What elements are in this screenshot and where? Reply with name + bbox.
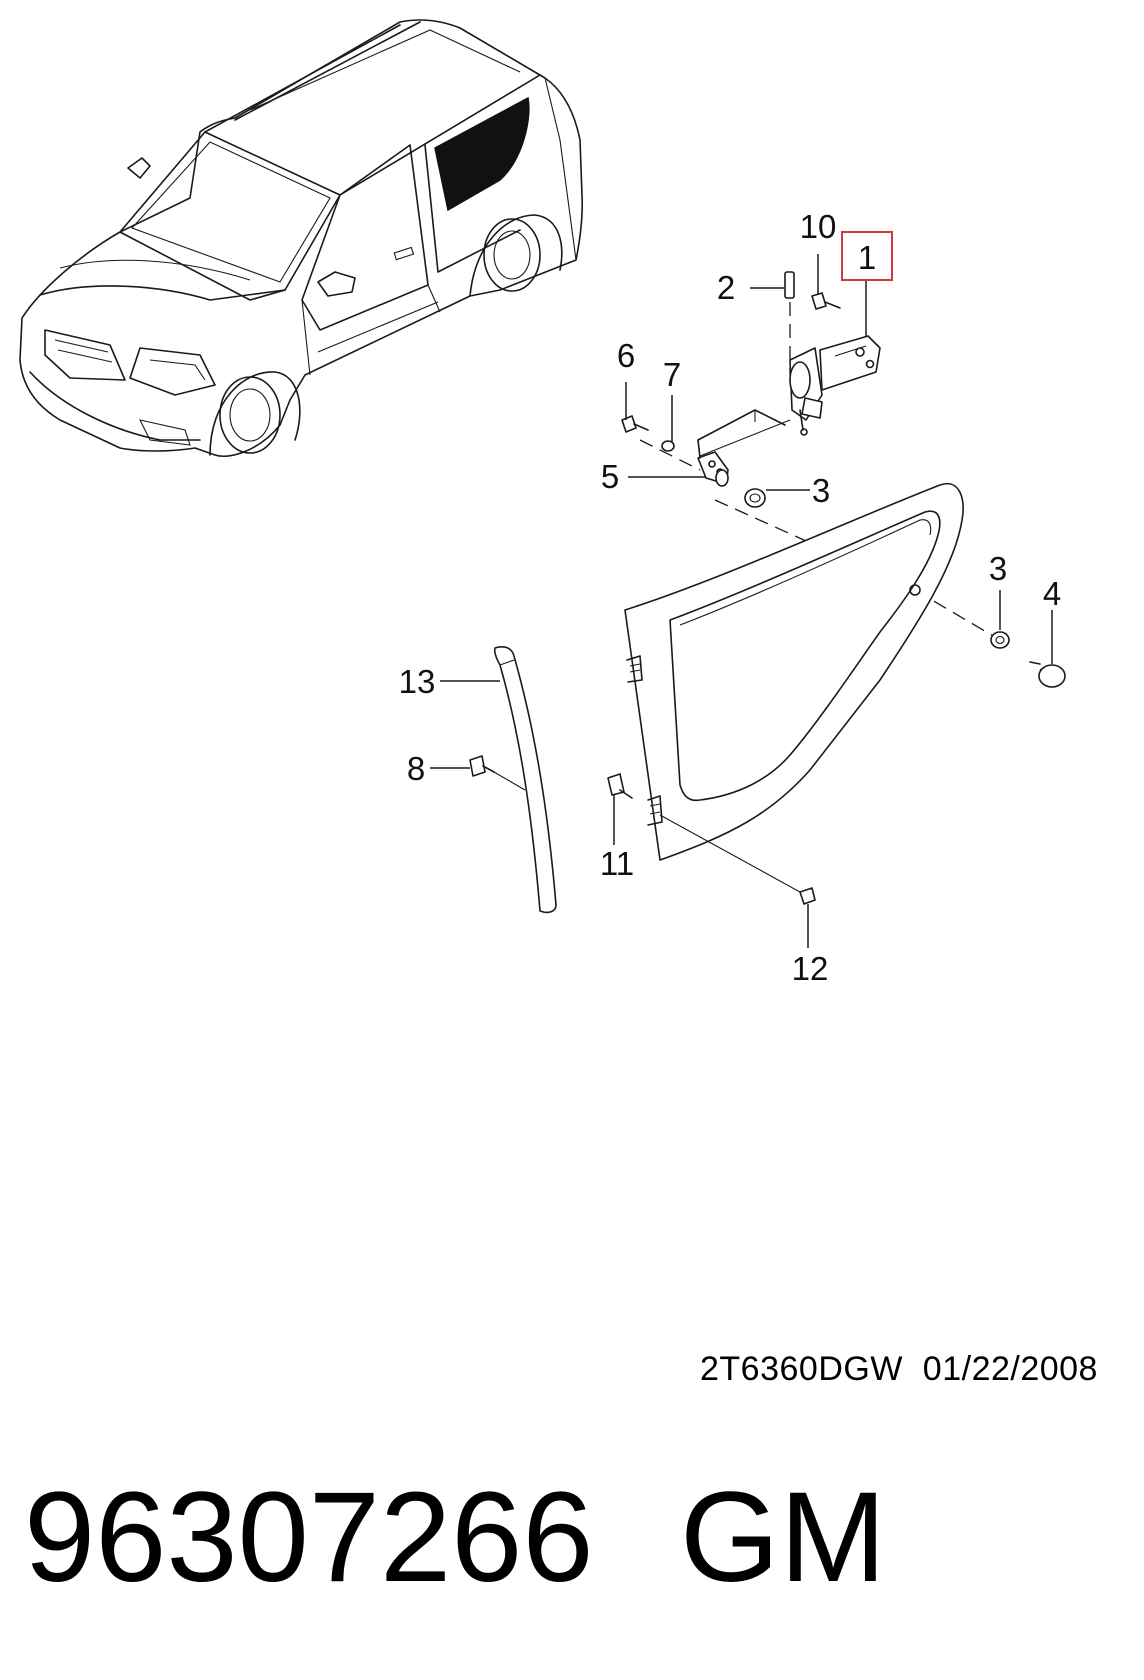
callout-11[interactable]: 11	[600, 845, 634, 882]
callout-10[interactable]: 10	[800, 208, 837, 245]
part-4-cap-nut	[1029, 661, 1066, 688]
part-11-clip	[607, 773, 633, 799]
callout-6[interactable]: 6	[617, 337, 635, 374]
part-10-screw	[811, 292, 841, 310]
assembly-line	[639, 439, 701, 471]
part-5-bracket	[697, 451, 729, 487]
callout-1[interactable]: 1	[858, 239, 876, 276]
callout-3-upper[interactable]: 3	[812, 472, 830, 509]
callout-1-highlight-box	[841, 231, 893, 281]
callout-8[interactable]: 8	[407, 750, 425, 787]
part-3-grommet-lower	[990, 631, 1010, 649]
callout-7[interactable]: 7	[663, 356, 681, 393]
part-12-screw	[659, 814, 816, 905]
brand-name: GM	[680, 1466, 887, 1609]
callout-13[interactable]: 13	[399, 663, 436, 700]
callout-5[interactable]: 5	[601, 458, 619, 495]
drawing-code: 2T6360DGW 01/22/2008	[700, 1350, 1098, 1388]
callout-4[interactable]: 4	[1043, 575, 1061, 612]
callout-3-right[interactable]: 3	[989, 550, 1007, 587]
part-8-clip	[469, 755, 526, 791]
callout-2[interactable]: 2	[717, 269, 735, 306]
part-3-grommet-upper	[744, 488, 766, 508]
part-7-nut	[661, 440, 675, 452]
callout-labels: 1 2 3 3 4 5 6 7 8 10 11 12 13	[399, 208, 1062, 987]
part-number: 96307266	[24, 1466, 594, 1609]
part-1-hinge-assembly	[789, 335, 881, 436]
part-2-pin	[784, 271, 795, 299]
assembly-line	[914, 589, 1001, 641]
part-13-pillar-molding	[493, 646, 557, 914]
leader-lines	[430, 254, 1053, 948]
quarter-glass-panel	[624, 482, 964, 861]
rear-quarter-window	[434, 96, 530, 212]
callout-12[interactable]: 12	[792, 950, 829, 987]
car-illustration	[19, 19, 583, 457]
exploded-parts	[469, 271, 1066, 914]
